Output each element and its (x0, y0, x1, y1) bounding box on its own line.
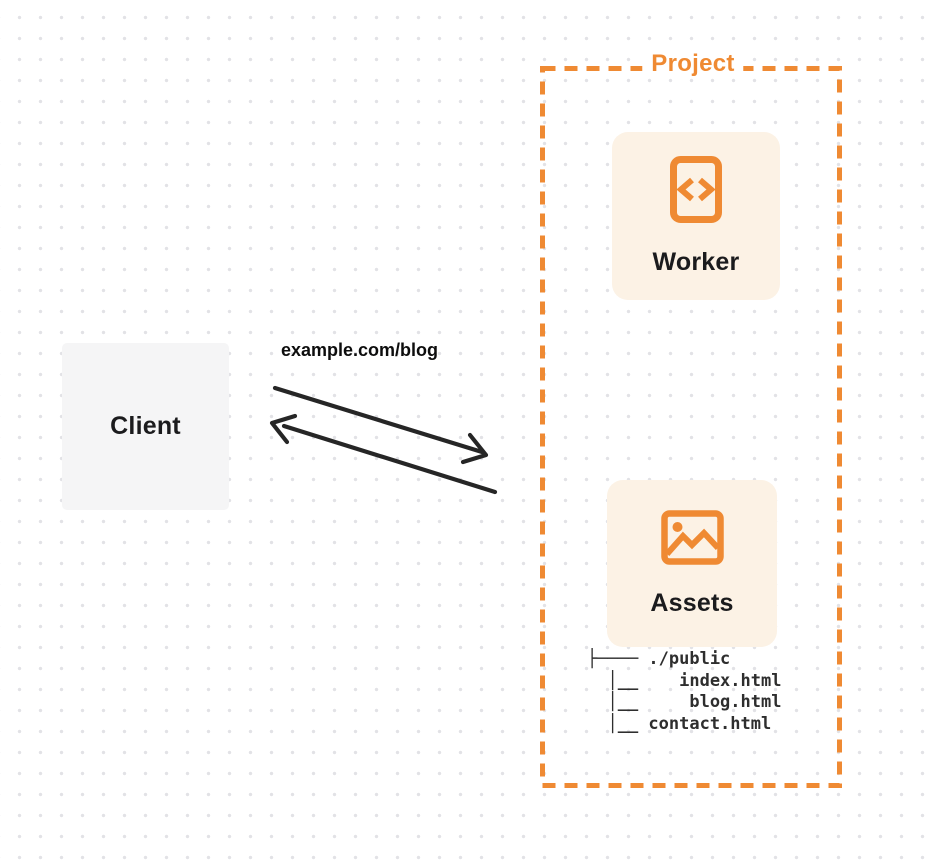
worker-card: Worker (612, 132, 780, 300)
client-card: Client (62, 343, 229, 510)
file-tree: ├──── ./public │__ index.html │__ blog.h… (587, 649, 782, 734)
assets-label: Assets (650, 588, 734, 617)
client-label: Client (110, 412, 181, 440)
request-url-label: example.com/blog (281, 340, 439, 360)
project-label: Project (642, 50, 744, 78)
worker-label: Worker (652, 247, 740, 276)
code-icon (670, 155, 722, 223)
assets-card: Assets (607, 480, 777, 647)
image-icon (660, 509, 724, 565)
response-arrow (269, 413, 498, 495)
request-arrow (272, 385, 489, 465)
